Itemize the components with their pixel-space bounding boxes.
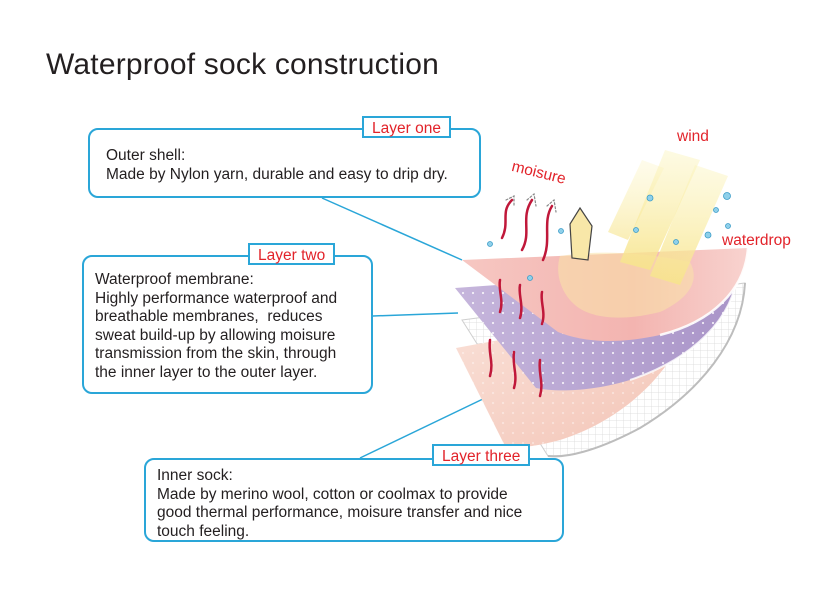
mesh-layer-edge <box>547 282 746 458</box>
layer-three-heading: Inner sock: <box>157 467 233 484</box>
layer-three-line: Made by merino wool, cotton or coolmax t… <box>157 485 508 503</box>
wind-beam <box>608 160 664 240</box>
shield-arrow-icon <box>569 206 593 261</box>
connector-layer-two <box>372 312 459 317</box>
layer-two-line: breathable membranes, reduces <box>95 308 323 325</box>
water-drops <box>487 192 731 281</box>
layer-one-tag: Layer one <box>362 116 451 138</box>
connector-layer-one <box>321 197 463 261</box>
outer-shell-edge <box>659 247 750 337</box>
layer-three-line: good thermal performance, moisure transf… <box>157 504 523 521</box>
layer-two-line: the inner layer to the outer layer. <box>95 363 318 381</box>
wind-beam <box>620 150 700 270</box>
callout-layer-one: Outer shell: Made by Nylon yarn, durable… <box>88 128 481 198</box>
layer-one-description: Made by Nylon yarn, durable and easy to … <box>106 165 448 183</box>
layer-two-tag: Layer two <box>248 243 336 265</box>
layer-two-heading: Waterproof membrane: <box>95 271 254 288</box>
waterdrop-label: waterdrop <box>722 232 791 249</box>
callout-layer-two: Waterproof membrane: Highly performance … <box>82 255 373 394</box>
layer-two-line: Highly performance waterproof and <box>95 289 338 307</box>
layer-three-line: touch feeling. <box>157 522 250 540</box>
layer-two-line: transmission from the skin, through <box>95 345 337 362</box>
moisture-arrows <box>488 192 557 398</box>
callout-layer-three: Inner sock: Made by merino wool, cotton … <box>144 458 564 542</box>
layer-one-heading: Outer shell: <box>106 147 186 164</box>
layer-three-tag: Layer three <box>432 444 531 466</box>
page-title: Waterproof sock construction <box>46 48 439 81</box>
connector-layer-three <box>359 397 486 459</box>
wind-label: wind <box>677 128 709 145</box>
layer-two-line: sweat build-up by allowing moisure <box>95 326 336 344</box>
wind-beam <box>650 165 728 285</box>
